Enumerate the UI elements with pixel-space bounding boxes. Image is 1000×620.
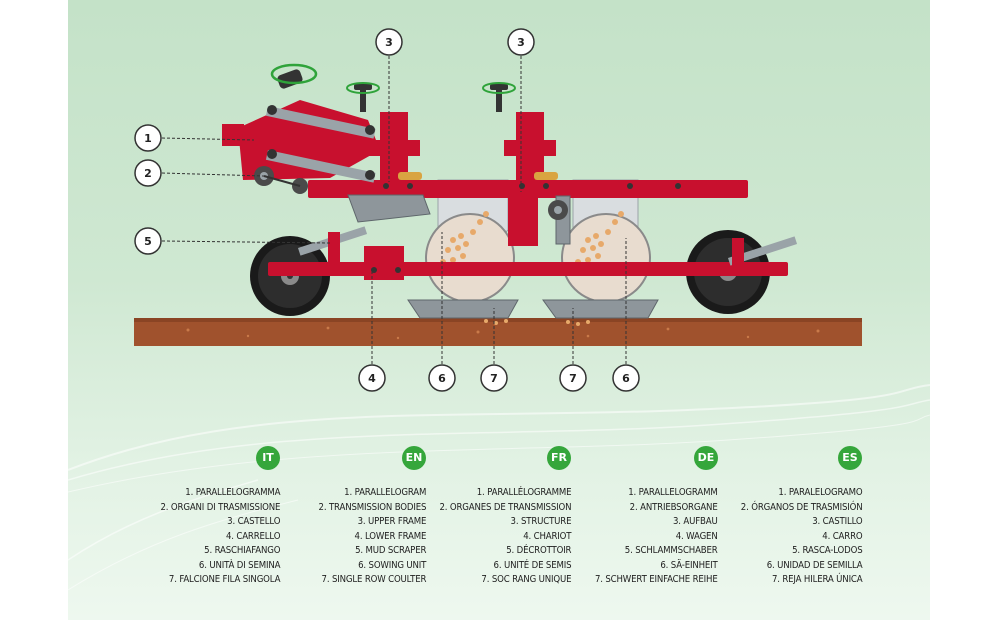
sowing-unit-rear	[425, 179, 515, 303]
legend-list-en: 1. PARALLELOGRAM 2. TRANSMISSION BODIES …	[318, 486, 426, 588]
legend-item: 2. ÓRGANOS DE TRASMISIÓN	[740, 501, 862, 513]
legend-item: 2. ANTRIEBSORGANE	[630, 501, 718, 513]
svg-text:3: 3	[517, 36, 525, 49]
coulters	[407, 299, 659, 319]
svg-text:7: 7	[490, 372, 498, 385]
legend-item: 1. PARALLELOGRAMM	[628, 487, 719, 498]
sowing-unit-front	[561, 179, 651, 303]
lang-badge-en: EN	[402, 446, 426, 470]
legend-item: 6. SOWING UNIT	[357, 559, 426, 571]
mud-scraper	[297, 226, 798, 268]
legend-item: 5. RASCHIAFANGO	[203, 545, 280, 556]
callout-6-right: 6	[612, 364, 640, 392]
legend-item: 2. ORGANES DE TRANSMISSION	[439, 501, 571, 513]
svg-text:2: 2	[144, 167, 152, 180]
callout-4: 4	[358, 364, 386, 392]
legend-item: 3. STRUCTURE	[510, 516, 571, 527]
legend-item: 1. PARALLELOGRAMMA	[184, 487, 280, 498]
legend-item: 7. SINGLE ROW COULTER	[321, 574, 426, 585]
legend-item: 5. MUD SCRAPER	[354, 545, 426, 556]
svg-text:1: 1	[144, 132, 152, 145]
legend-item: 7. SOC RANG UNIQUE	[481, 574, 571, 585]
legend-item: 4. CARRELLO	[225, 530, 281, 542]
legend-item: 4. CARRO	[821, 530, 862, 542]
legend-list-de: 1. PARALLELOGRAMM 2. ANTRIEBSORGANE 3. A…	[595, 486, 718, 588]
legend-item: 6. UNIDAD DE SEMILLA	[766, 559, 862, 571]
legend-item: 1. PARALLELOGRAM	[343, 487, 426, 498]
svg-text:7: 7	[569, 372, 577, 385]
callout-6-left: 6	[428, 364, 456, 392]
legend-list-es: 1. PARALELOGRAMO 2. ÓRGANOS DE TRASMISIÓ…	[740, 486, 862, 588]
legend-item: 1. PARALLÉLOGRAMME	[476, 487, 571, 498]
legend-item: 5. RASCA-LODOS	[791, 545, 863, 556]
legend-list-fr: 1. PARALLÉLOGRAMME 2. ORGANES DE TRANSMI…	[439, 486, 571, 588]
legend-item: 3. AUFBAU	[673, 516, 718, 527]
lower-frame	[268, 246, 788, 280]
legend-item: 7. SCHWERT EINFACHE REIHE	[595, 574, 718, 585]
lang-badge-es: ES	[838, 446, 862, 470]
callout-5: 5	[134, 227, 162, 255]
legend-item: 7. REJA HILERA ÚNICA	[771, 574, 862, 585]
callout-1: 1	[134, 124, 162, 152]
decorative-waves	[68, 384, 930, 591]
svg-text:6: 6	[438, 372, 446, 385]
legend-item: 6. UNITÀ DI SEMINA	[198, 559, 281, 571]
legend-item: 1. PARALELOGRAMO	[777, 487, 862, 498]
parallelogram-linkage	[222, 100, 380, 183]
callout-7-right: 7	[559, 364, 587, 392]
legend-item: 3. CASTELLO	[226, 516, 280, 527]
upper-frame	[308, 112, 748, 246]
seeder-diagram: 1 2 5 3 3 4 6 7	[68, 28, 930, 591]
leader-lines	[161, 56, 627, 364]
soil-strip	[134, 318, 862, 346]
legend-item: 7. FALCIONE FILA SINGOLA	[168, 574, 281, 585]
diagram-panel: 1 2 5 3 3 4 6 7	[68, 0, 930, 620]
legend-item: 5. SCHLAMMSCHABER	[625, 545, 718, 556]
legend-item: 2. ORGANI DI TRASMISSIONE	[160, 501, 280, 513]
svg-text:5: 5	[144, 235, 152, 248]
legend-item: 6. SÄ-EINHEIT	[660, 559, 718, 571]
legend-item: 4. WAGEN	[676, 530, 718, 542]
legend-item: 6. UNITÉ DE SEMIS	[493, 559, 571, 571]
svg-text:3: 3	[385, 36, 393, 49]
legend-item: 4. LOWER FRAME	[354, 530, 426, 542]
callout-7-left: 7	[480, 364, 508, 392]
legend-list-it: 1. PARALLELOGRAMMA 2. ORGANI DI TRASMISS…	[160, 486, 280, 588]
lang-badge-de: DE	[694, 446, 718, 470]
lang-badge-fr: FR	[547, 446, 571, 470]
lang-badge-it: IT	[256, 446, 280, 470]
legend-item: 3. CASTILLO	[811, 516, 862, 527]
callout-2: 2	[134, 159, 162, 187]
callout-3-right: 3	[507, 28, 535, 56]
adjustment-knobs	[270, 63, 516, 112]
svg-text:4: 4	[368, 372, 376, 385]
svg-text:6: 6	[622, 372, 630, 385]
legend-item: 4. CHARIOT	[522, 530, 571, 542]
callout-3-left: 3	[375, 28, 403, 56]
legend-item: 2. TRANSMISSION BODIES	[318, 501, 426, 513]
legend-item: 5. DÉCROTTOIR	[505, 545, 571, 556]
springs	[398, 172, 558, 180]
legend-item: 3. UPPER FRAME	[357, 516, 426, 527]
